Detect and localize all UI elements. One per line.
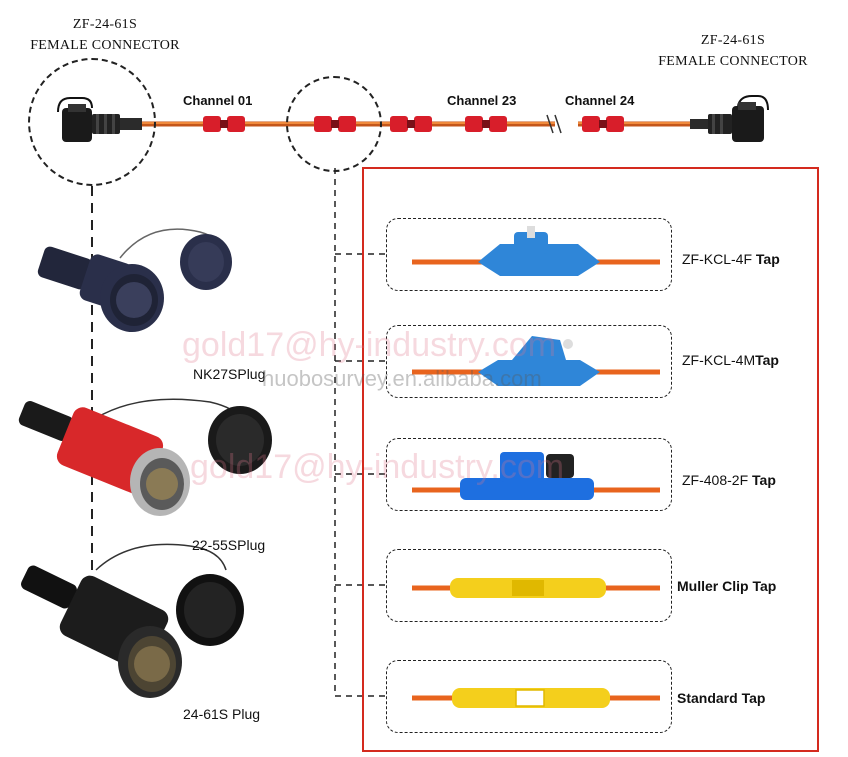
tap-options-frame — [362, 167, 819, 752]
tap-model-muller-clip: Muller Clip — [677, 578, 753, 594]
takeout-highlight — [286, 76, 382, 172]
watermark-email-1: gold17@hy-industry.com — [182, 326, 557, 364]
tap-zf-408-2f-icon — [412, 452, 660, 500]
plug-model-22-55s: 22-55S — [192, 537, 238, 553]
right-connector-label: ZF-24-61S FEMALE CONNECTOR — [638, 30, 828, 72]
channel-label-24: Channel 24 — [565, 93, 635, 108]
takeout-channel-23 — [465, 116, 507, 132]
takeout-channel-a — [390, 116, 432, 132]
tap-label-zf-kcl-4f: ZF-KCL-4F Tap — [682, 251, 780, 267]
watermark-site: huobosurvey.en.alibaba.com — [262, 366, 542, 391]
left-connector-type: FEMALE CONNECTOR — [30, 38, 180, 53]
tap-box-2 — [386, 325, 672, 398]
tap-zf-kcl-4f-icon — [412, 226, 660, 276]
right-connector-model: ZF-24-61S — [700, 33, 766, 48]
right-connector-type: FEMALE CONNECTOR — [658, 54, 808, 69]
tap-suffix-zf-408-2f: Tap — [752, 472, 776, 488]
tap-box-3 — [386, 438, 672, 511]
channel-label-23: Channel 23 — [447, 93, 517, 108]
tap-standard-icon — [412, 688, 660, 708]
tap-model-standard: Standard — [677, 690, 742, 706]
tap-zf-kcl-4m-icon — [412, 336, 660, 386]
plug-suffix-22-55s: Plug — [237, 537, 266, 553]
tap-suffix-standard: Tap — [741, 690, 766, 706]
plug-label-24-61s: 24-61S Plug — [183, 706, 260, 722]
tap-box-4 — [386, 549, 672, 622]
left-connector-highlight — [28, 58, 156, 186]
plug-label-22-55s: 22-55SPlug — [192, 537, 265, 553]
left-connector-model: ZF-24-61S — [72, 17, 138, 32]
tap-model-zf-408-2f: ZF-408-2F — [682, 472, 753, 488]
tap-suffix-muller-clip: Tap — [752, 578, 777, 594]
right-female-connector-icon — [690, 95, 769, 142]
plug-suffix-nk27s: Plug — [237, 366, 266, 382]
plug-suffix-24-61s: Plug — [228, 706, 261, 722]
tap-suffix-zf-kcl-4f: Tap — [755, 251, 780, 267]
watermark-email-2: gold17@hy-industry.com — [190, 448, 565, 486]
takeout-channel-01 — [203, 116, 245, 132]
plug-nk27s-icon — [37, 228, 232, 332]
tap-label-zf-408-2f: ZF-408-2F Tap — [682, 472, 776, 488]
tap-label-standard: Standard Tap — [677, 690, 765, 706]
takeout-channel-24 — [582, 116, 624, 132]
tap-model-zf-kcl-4m: ZF-KCL-4M — [682, 352, 756, 368]
plug-label-nk27s: NK27SPlug — [193, 366, 265, 382]
tap-label-muller-clip: Muller Clip Tap — [677, 578, 776, 594]
tap-model-zf-kcl-4f: ZF-KCL-4F — [682, 251, 756, 267]
left-connector-label: ZF-24-61S FEMALE CONNECTOR — [10, 14, 200, 56]
plug-model-24-61s: 24-61S — [183, 706, 229, 722]
channel-label-01: Channel 01 — [183, 93, 253, 108]
tap-box-5 — [386, 660, 672, 733]
plug-24-61s-icon — [21, 543, 244, 698]
tap-suffix-zf-kcl-4m: Tap — [755, 352, 779, 368]
plug-22-55s-icon — [18, 398, 272, 516]
tap-muller-clip-icon — [412, 578, 660, 598]
plug-model-nk27s: NK27S — [193, 366, 238, 382]
tap-label-zf-kcl-4m: ZF-KCL-4MTap — [682, 352, 779, 368]
tap-box-1 — [386, 218, 672, 291]
